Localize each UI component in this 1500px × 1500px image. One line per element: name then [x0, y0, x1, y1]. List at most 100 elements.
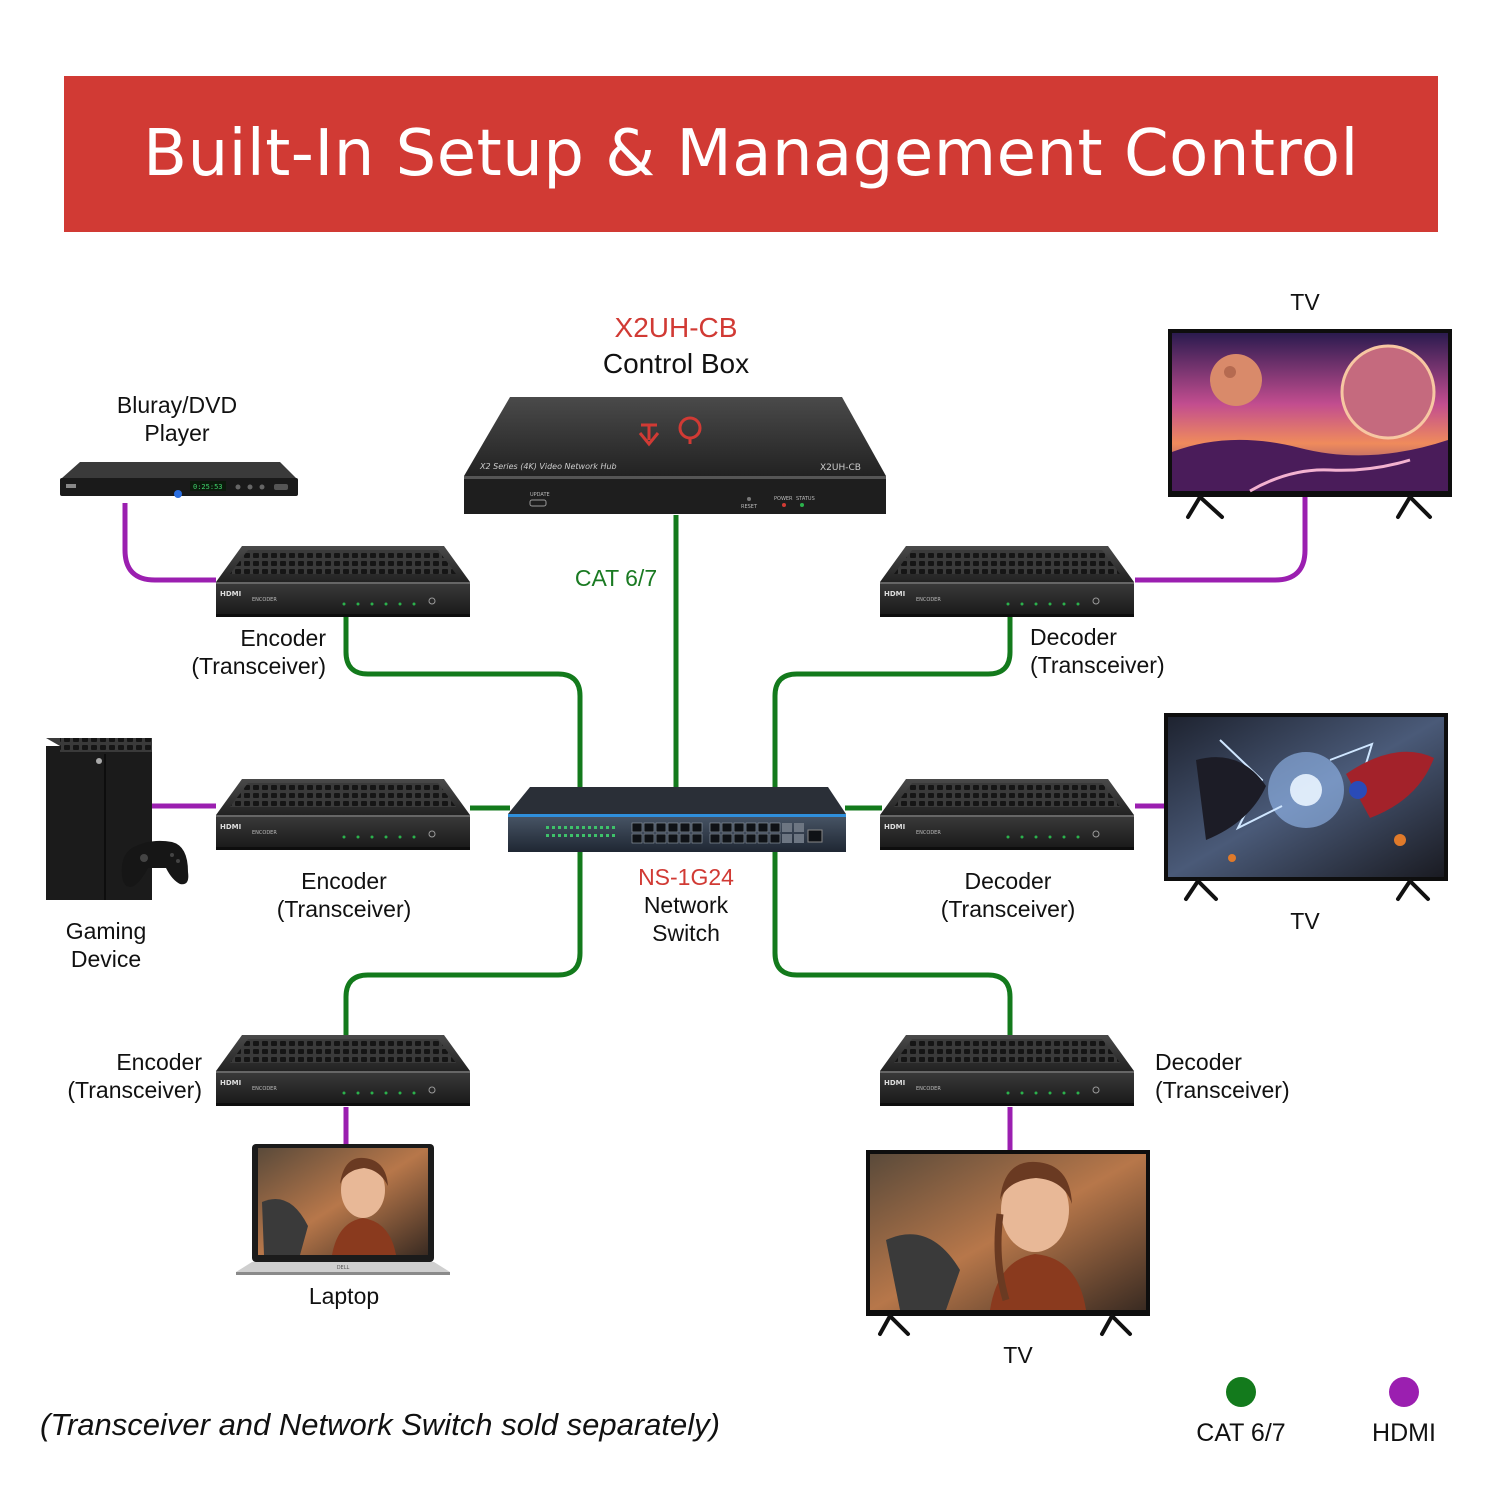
- bluray-label: Bluray/DVD Player: [87, 391, 267, 447]
- encoder-3-line2: (Transceiver): [67, 1077, 202, 1103]
- tv-2: [1164, 713, 1448, 901]
- status-led: [370, 602, 374, 606]
- transceivers: HDMI ENCODER HDMI ENCODER HDMI ENCODER HDMI ENC…: [216, 546, 1134, 1106]
- port-led: [612, 826, 615, 829]
- power-button-icon: [428, 830, 436, 838]
- title-banner: Built-In Setup & Management Control: [64, 76, 1438, 232]
- decoder-2-line2: (Transceiver): [940, 896, 1076, 922]
- port-led: [546, 834, 549, 837]
- switch-ports: [546, 822, 804, 844]
- ethernet-port: [631, 833, 643, 844]
- status-led: [1020, 1091, 1024, 1095]
- status-led: [1034, 602, 1038, 606]
- status-led: [1062, 602, 1066, 606]
- status-led: [1062, 1091, 1066, 1095]
- decoder-3-line2: (Transceiver): [1155, 1077, 1290, 1103]
- status-led: [384, 835, 388, 839]
- update-label: UPDATE: [530, 492, 550, 498]
- status-led: [342, 602, 346, 606]
- encoder-3-line1: Encoder: [116, 1049, 202, 1075]
- laptop-brand-text: DELL: [337, 1265, 350, 1271]
- hdmi-cables: [122, 497, 1308, 1150]
- status-led: [384, 602, 388, 606]
- control-box-label: X2UH-CB Control Box: [566, 310, 786, 382]
- port-led: [588, 834, 591, 837]
- role-text: ENCODER: [252, 1086, 277, 1092]
- encoder-label-1: Encoder (Transceiver): [176, 624, 326, 680]
- status-led: [1048, 835, 1052, 839]
- control-box-name: Control Box: [602, 348, 750, 379]
- sfp-port: [782, 834, 792, 843]
- role-text: ENCODER: [916, 597, 941, 603]
- port-led: [582, 826, 585, 829]
- switch-label: NS-1G24 Network Switch: [606, 863, 766, 947]
- ethernet-port: [769, 833, 781, 844]
- role-text: ENCODER: [252, 597, 277, 603]
- status-led: [1006, 835, 1010, 839]
- status-led: [1076, 602, 1080, 606]
- gaming-label: Gaming Device: [36, 917, 176, 973]
- status-led: [1048, 1091, 1052, 1095]
- power-button-icon: [1092, 1086, 1100, 1094]
- port-led: [588, 826, 591, 829]
- port-led: [594, 834, 597, 837]
- role-text: ENCODER: [252, 830, 277, 836]
- port-led: [576, 834, 579, 837]
- decoder-label-1: Decoder (Transceiver): [1030, 623, 1190, 679]
- ethernet-port: [733, 833, 745, 844]
- status-led: [342, 835, 346, 839]
- port-led: [606, 834, 609, 837]
- ethernet-port: [667, 833, 679, 844]
- ethernet-port: [769, 822, 781, 833]
- status-led: [800, 503, 804, 507]
- ethernet-port: [721, 822, 733, 833]
- legend-cat-label: CAT 6/7: [1196, 1419, 1286, 1447]
- ethernet-port: [691, 833, 703, 844]
- ethernet-port: [709, 833, 721, 844]
- switch-line2: Switch: [652, 920, 720, 946]
- bluray-label-line1: Bluray/DVD: [116, 392, 238, 418]
- svg-text:0:25:53: 0:25:53: [193, 483, 223, 491]
- gaming-label-line1: Gaming: [65, 918, 147, 944]
- status-led: [342, 1091, 346, 1095]
- status-led: [1062, 835, 1066, 839]
- bluray-label-line2: Player: [144, 420, 210, 446]
- status-led: [1006, 1091, 1010, 1095]
- hdmi-logo-text: HDMI: [884, 823, 905, 831]
- hdmi-logo-text: HDMI: [884, 590, 905, 598]
- ethernet-port: [643, 822, 655, 833]
- hdmi-logo-text: HDMI: [884, 1079, 905, 1087]
- status-led: [356, 1091, 360, 1095]
- laptop-device: DELL: [236, 1144, 450, 1275]
- ethernet-port: [721, 833, 733, 844]
- status-led: [398, 602, 402, 606]
- controller-icon: [121, 840, 189, 887]
- ethernet-port: [745, 833, 757, 844]
- sfp-port: [782, 823, 792, 832]
- cat-cables: [343, 515, 1013, 1036]
- status-led: [356, 835, 360, 839]
- status-led: [412, 1091, 416, 1095]
- cable-decoder3-to-switch: [772, 852, 1013, 1036]
- hdmi-decoder1-to-tv1: [1135, 497, 1308, 583]
- hdmi-logo-text: HDMI: [220, 590, 241, 598]
- hdmi-logo-text: HDMI: [220, 1079, 241, 1087]
- ethernet-port: [709, 822, 721, 833]
- port-led: [564, 826, 567, 829]
- port-led: [546, 826, 549, 829]
- ethernet-port: [757, 822, 769, 833]
- status-led: [1020, 602, 1024, 606]
- port-led: [612, 834, 615, 837]
- laptop-label: Laptop: [308, 1283, 380, 1309]
- cable-decoder1-to-switch: [772, 617, 1013, 790]
- encoder-1-device: HDMI ENCODER: [216, 546, 470, 617]
- status-led: [1076, 1091, 1080, 1095]
- decoder-1-line2: (Transceiver): [1030, 652, 1165, 678]
- encoder-label-2: Encoder (Transceiver): [266, 867, 422, 923]
- sfp-port: [794, 834, 804, 843]
- status-led: [356, 602, 360, 606]
- port-led: [606, 826, 609, 829]
- status-led: [370, 1091, 374, 1095]
- switch-model: NS-1G24: [638, 864, 734, 890]
